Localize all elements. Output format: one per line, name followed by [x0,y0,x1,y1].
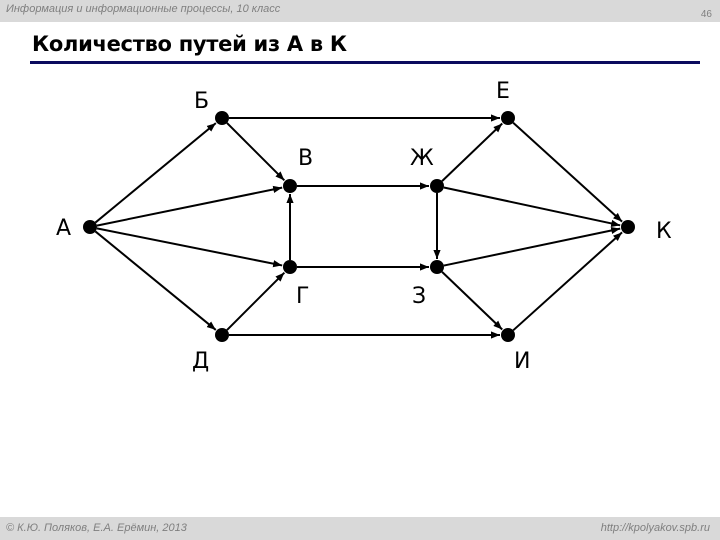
node-label-i: И [514,349,530,374]
title-underline [30,61,700,64]
node-z [430,260,444,274]
edge-z-i [441,271,503,331]
node-label-v: В [298,146,313,171]
node-label-zh: Ж [410,146,434,171]
edge-a-g [96,227,283,268]
node-label-k: К [656,219,672,244]
node-d [215,328,229,342]
copyright: © К.Ю. Поляков, Е.А. Ерёмин, 2013 [6,522,187,534]
node-a [83,220,97,234]
node-label-g: Г [296,284,309,309]
node-label-z: З [412,284,426,309]
node-b [215,111,229,125]
node-v [283,179,297,193]
node-zh [430,179,444,193]
node-label-e: Е [496,79,510,104]
site-link[interactable]: http://kpolyakov.spb.ru [600,522,710,534]
edge-zh-k [443,186,621,227]
node-label-d: Д [192,349,209,374]
node-g [283,260,297,274]
edge-zh-e [441,122,503,182]
node-label-a: А [56,216,71,241]
edge-d-g [226,271,286,331]
slide-title: Количество путей из А в К [32,32,347,56]
edge-z-k [443,226,621,267]
edge-a-d [94,230,217,331]
node-i [501,328,515,342]
slide-footer: © К.Ю. Поляков, Е.А. Ерёмин, 2013 http:/… [0,517,720,540]
edge-a-b [94,122,217,224]
edge-i-k [512,231,623,332]
course-title: Информация и информационные процессы, 10… [6,3,281,15]
edge-e-k [512,121,623,223]
node-k [621,220,635,234]
node-label-b: Б [194,89,209,114]
node-e [501,111,515,125]
edge-b-v [226,122,286,182]
slide-header: Информация и информационные процессы, 10… [0,0,720,22]
edge-a-v [96,185,283,227]
page-number: 46 [700,9,712,20]
